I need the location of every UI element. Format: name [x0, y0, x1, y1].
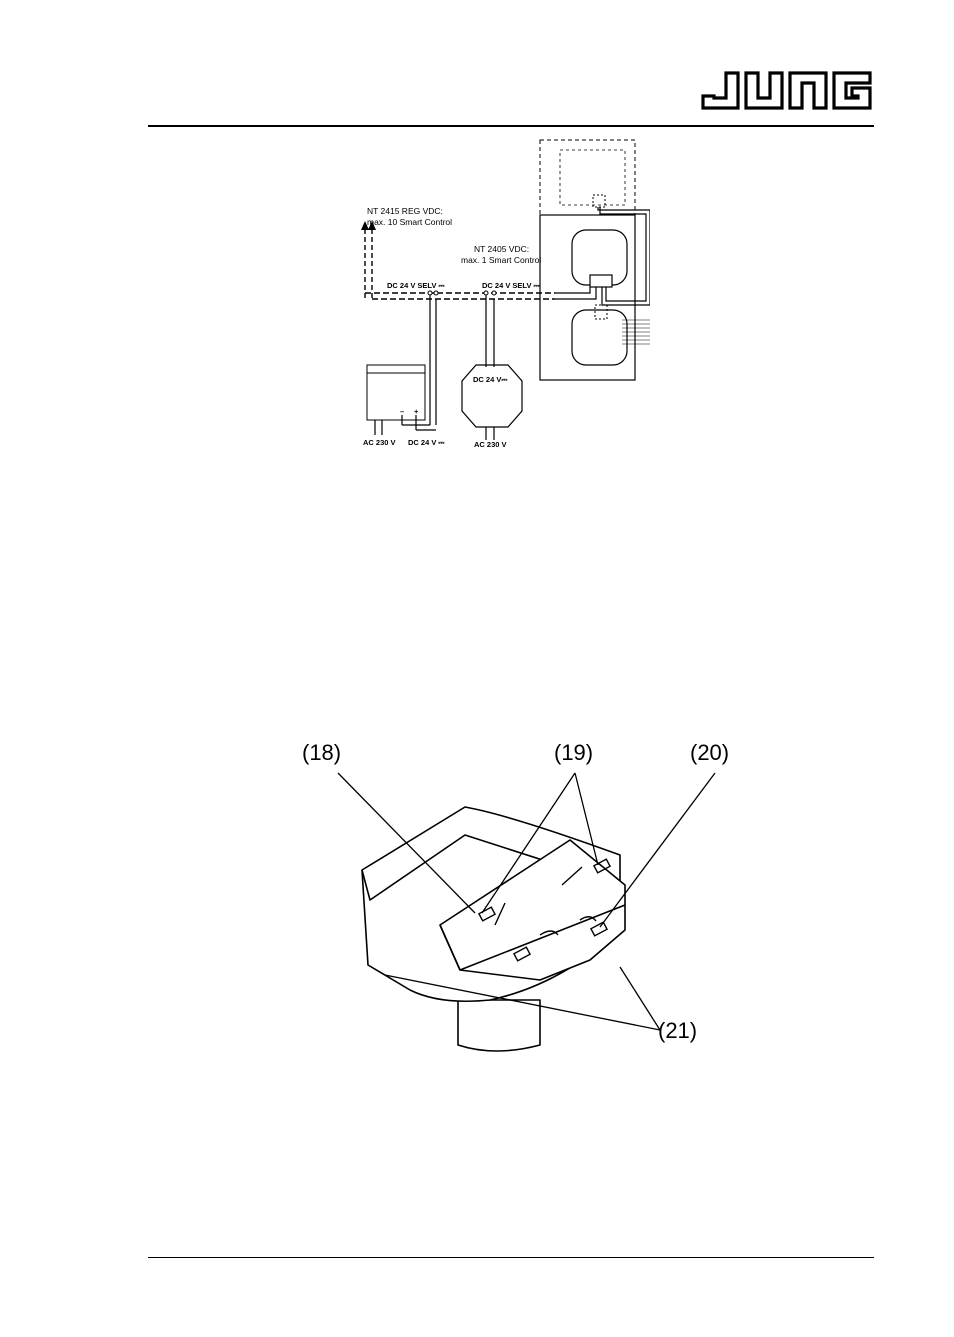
ac-left-label: AC 230 V [363, 438, 396, 447]
header-rule [148, 125, 874, 127]
dc-box-label: DC 24 V⎓ [473, 375, 508, 384]
plus-terminal: + [414, 407, 419, 416]
dc-selv-left-label: DC 24 V SELV ⎓ [387, 281, 445, 290]
dc-left-bottom-label: DC 24 V ⎓ [408, 438, 445, 447]
nt2415-label-line2: max. 10 Smart Control [367, 217, 453, 227]
nt2405-label-line1: NT 2405 VDC: [474, 244, 530, 254]
jung-logo [701, 71, 872, 110]
callout-18: (18) [302, 740, 342, 765]
callout-20: (20) [690, 740, 730, 765]
wiring-diagram [361, 139, 650, 440]
footer-rule [148, 1257, 874, 1258]
nt2415-label-line1: NT 2415 REG VDC: [367, 206, 443, 216]
device-drawing [337, 772, 716, 1052]
minus-terminal: – [400, 407, 405, 416]
nt2405-label-line2: max. 1 Smart Control [461, 255, 542, 265]
ac-right-label: AC 230 V [474, 440, 507, 449]
callout-21: (21) [658, 1018, 698, 1043]
callout-19: (19) [554, 740, 594, 765]
dc-selv-right-label: DC 24 V SELV ⎓ [482, 281, 540, 290]
